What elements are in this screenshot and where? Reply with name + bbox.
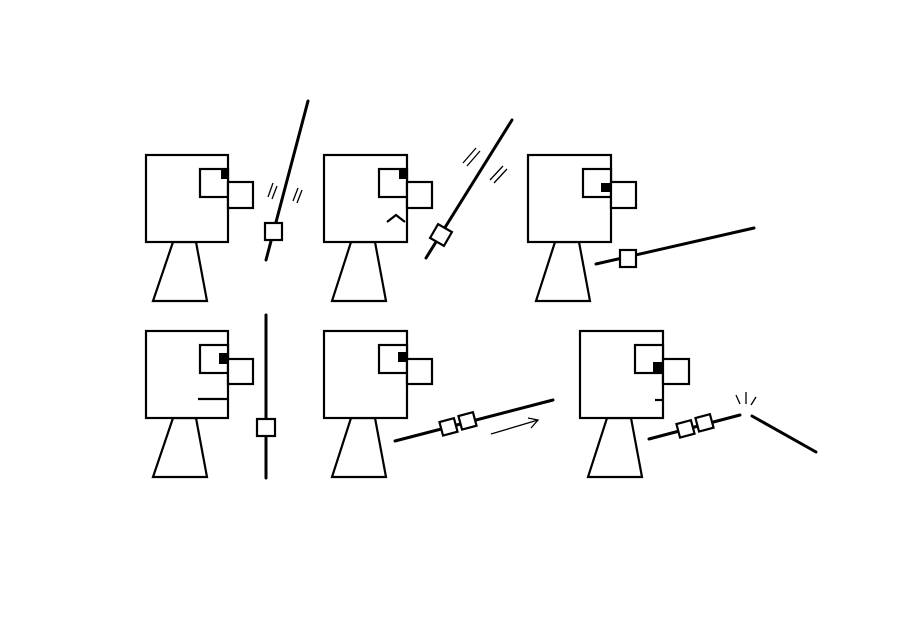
robot-pupil xyxy=(398,352,407,362)
broken-piece xyxy=(750,414,818,454)
robot-nose xyxy=(609,180,638,210)
robot-neck xyxy=(151,416,209,479)
pole-clamp xyxy=(618,248,638,269)
panel-1 xyxy=(144,99,310,303)
robot-neck xyxy=(330,240,388,303)
panel-5 xyxy=(322,329,555,479)
pole-clamp xyxy=(428,222,454,248)
robot-figure xyxy=(144,329,255,479)
panel-4 xyxy=(144,313,277,480)
robot-neck xyxy=(330,416,388,479)
panel-6 xyxy=(578,329,818,479)
pole xyxy=(594,226,756,269)
robot-neck xyxy=(586,416,644,479)
robot-figure xyxy=(322,153,434,303)
robot-nose xyxy=(405,357,434,386)
panel-2 xyxy=(322,118,514,303)
robot-figure xyxy=(144,153,255,303)
broken-pole xyxy=(647,412,818,454)
pole-clamp xyxy=(694,412,715,433)
pole-clamp xyxy=(438,416,459,437)
pole-clamp xyxy=(263,221,284,242)
robot-pupil xyxy=(601,183,611,192)
pole-clamp xyxy=(457,410,478,431)
snap-spark-icon xyxy=(735,392,757,406)
pole xyxy=(255,313,277,480)
pole xyxy=(424,118,514,260)
robot-eye xyxy=(581,167,613,199)
panel-3 xyxy=(526,153,756,303)
robot-figure xyxy=(578,329,691,479)
robot-nose xyxy=(226,180,255,210)
robot-neck xyxy=(534,240,592,303)
robot-pupil xyxy=(399,169,407,179)
robot-figure xyxy=(322,329,434,479)
pole-clamp xyxy=(255,417,277,438)
robot-figure xyxy=(526,153,638,303)
robot-pupil xyxy=(221,169,228,179)
robot-pupil xyxy=(219,353,228,364)
robot-nose xyxy=(661,357,691,386)
arrow-right-icon xyxy=(490,417,540,435)
pole xyxy=(263,99,310,262)
motion-lines xyxy=(267,182,303,204)
robot-neck xyxy=(151,240,209,303)
robot-nose xyxy=(226,357,255,386)
robot-pupil xyxy=(653,362,663,373)
pole-clamp xyxy=(675,418,696,439)
motion-lines xyxy=(462,147,508,184)
robot-nose xyxy=(405,180,434,210)
pole xyxy=(393,398,555,443)
robot-mouth xyxy=(386,213,406,223)
